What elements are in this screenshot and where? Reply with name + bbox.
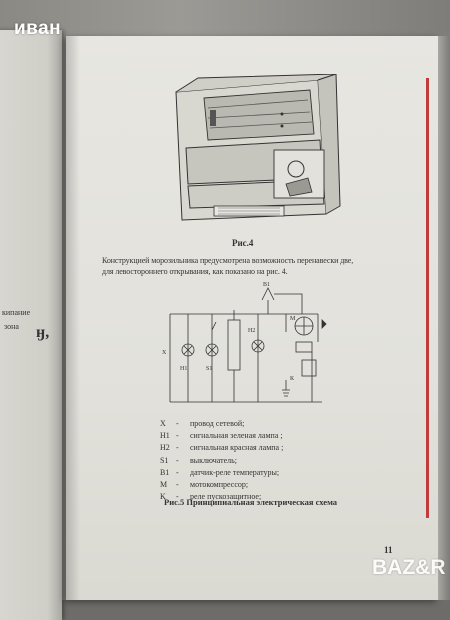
legend-text: провод сетевой; [190, 419, 245, 428]
legend-row: B1 - датчик-реле температуры; [160, 467, 283, 479]
watermark-logo: BAZ&R [372, 556, 446, 579]
schematic-label-m: М [290, 316, 296, 322]
figure-4-caption: Рис.4 [232, 238, 254, 248]
schematic-label-h2: Н2 [248, 328, 255, 334]
left-page-text-3: ӈ, [36, 324, 50, 341]
legend-dash: - [176, 492, 179, 502]
legend-symbol: M [160, 480, 168, 490]
page-fold-shadow [66, 36, 80, 600]
legend-row: K - реле пускозащитное; [160, 491, 283, 503]
legend-symbol: B1 [160, 467, 170, 477]
legend-list: X - провод сетевой; H1 - сигнальная зеле… [160, 418, 283, 503]
schematic-label-s1: S1 [206, 366, 212, 372]
left-page-text-2: зона [4, 322, 19, 331]
legend-dash: - [176, 455, 179, 465]
legend-row: M - мотокомпрессор; [160, 479, 283, 491]
red-page-marker [426, 78, 429, 518]
legend-text: сигнальная красная лампа ; [190, 443, 284, 453]
schematic-label-h1: Н1 [180, 366, 187, 372]
schematic-label-b1: В1 [263, 282, 270, 288]
legend-text: датчик-реле температуры; [190, 467, 280, 477]
page-number: 11 [384, 545, 393, 555]
left-page: кипание ӈ, зона [0, 30, 62, 620]
freezer-illustration [175, 74, 341, 221]
watermark-username: иван [14, 18, 62, 39]
legend-symbol: S1 [160, 455, 169, 465]
page-right-edge [438, 36, 450, 600]
body-paragraph: Конструкцией морозильника предусмотрена … [102, 255, 377, 277]
legend-symbol: H1 [160, 431, 170, 441]
legend-row: X - провод сетевой; [160, 418, 283, 430]
legend-row: H1 - сигнальная зеленая лампа ; [160, 430, 283, 442]
legend-text: сигнальная зеленая лампа ; [190, 431, 283, 441]
legend-dash: - [176, 431, 179, 441]
legend-text: мотокомпрессор; [190, 480, 249, 490]
paragraph-line-1: Конструкцией морозильника предусмотрена … [102, 256, 354, 265]
legend-row: H2 - сигнальная красная лампа ; [160, 442, 283, 454]
schematic-label-x: X [162, 350, 167, 356]
legend-symbol: X [160, 419, 166, 428]
legend-dash: - [176, 419, 179, 428]
legend-text: выключатель; [190, 455, 237, 465]
legend-row: S1 - выключатель; [160, 455, 283, 467]
legend-dash: - [176, 467, 179, 477]
electrical-schematic: В1 Н2 М X Н1 S1 К [162, 282, 327, 403]
legend-text: реле пускозащитное; [190, 492, 262, 502]
paragraph-line-2: для левостороннего открывания, как показ… [102, 267, 288, 276]
left-page-text-1: кипание [2, 308, 31, 317]
figure-5-caption: Рис.5 Принципиальная электрическая схема [164, 497, 338, 507]
schematic-label-k: К [290, 376, 295, 382]
legend-symbol: H2 [160, 443, 170, 453]
legend-dash: - [176, 480, 179, 490]
legend-dash: - [176, 443, 179, 453]
legend-symbol: K [160, 492, 166, 502]
